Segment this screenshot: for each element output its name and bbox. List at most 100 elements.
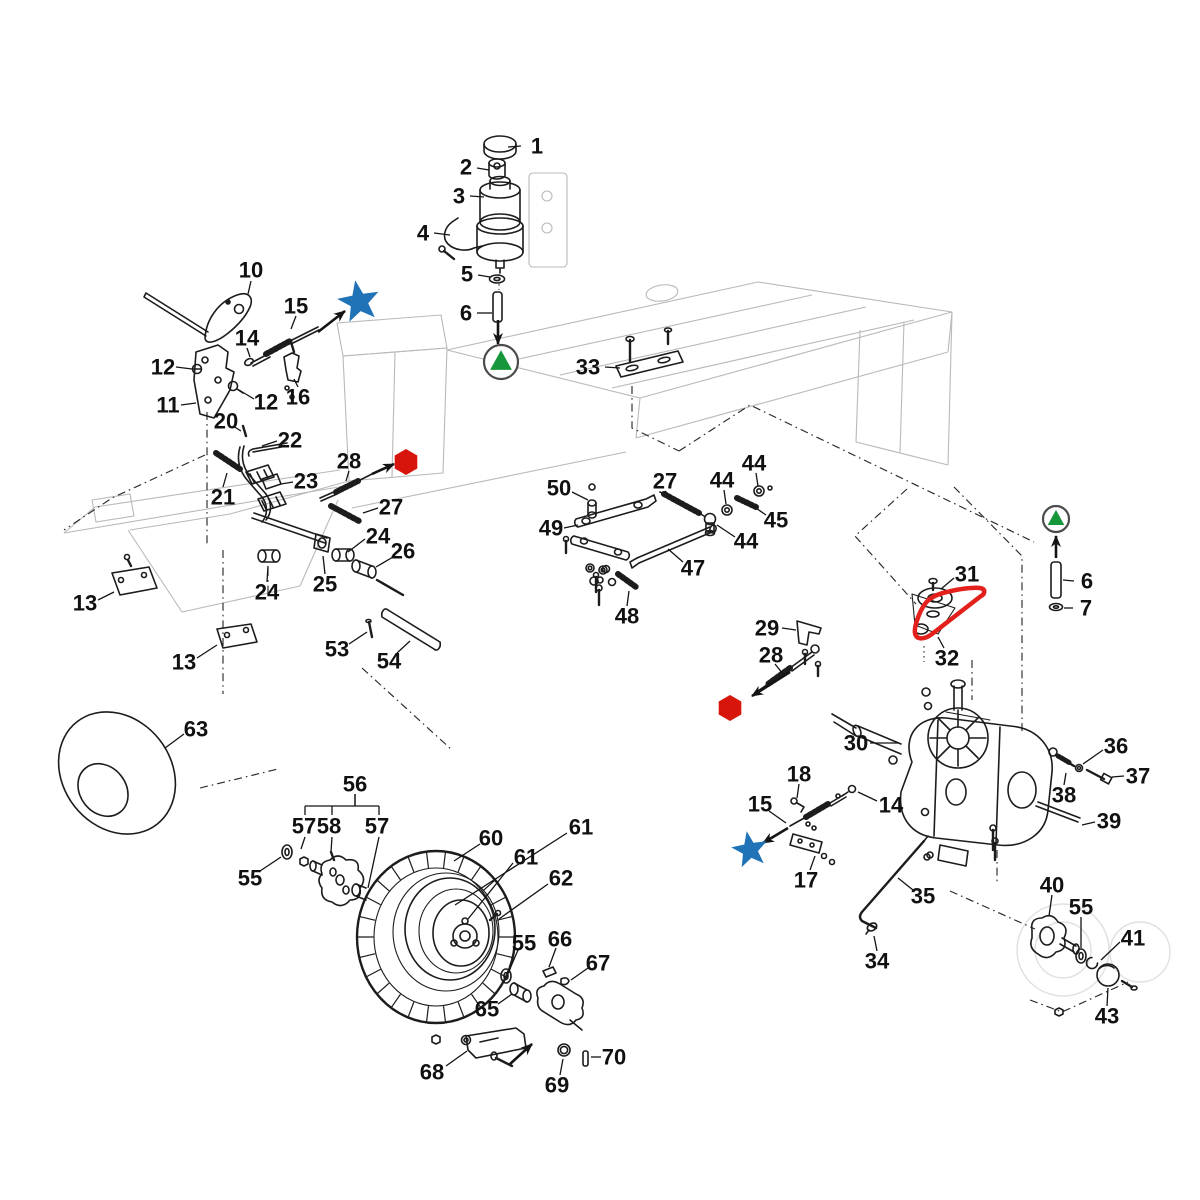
alignment-dash-lines (63, 386, 1129, 1013)
leader-line (664, 490, 672, 498)
tire-tread-tick (496, 953, 514, 959)
tire-tread-tick (390, 865, 401, 881)
part-label-31: 31 (955, 562, 979, 587)
part-drawings (57, 135, 1138, 1068)
leader-line (453, 843, 481, 862)
part-label-69: 69 (545, 1073, 569, 1098)
leader-line (897, 877, 914, 891)
part-label-33: 33 (576, 355, 600, 380)
leader-line (507, 145, 522, 148)
part-label-12: 12 (254, 390, 278, 415)
part-label-36: 36 (1104, 734, 1128, 759)
part-label-38: 38 (1052, 783, 1076, 808)
leader-line (348, 631, 368, 645)
leader-line (261, 440, 278, 447)
part-label-28: 28 (337, 449, 361, 474)
leader-line (796, 783, 800, 799)
part-label-63: 63 (184, 717, 208, 742)
leader-line (280, 481, 294, 485)
leader-line (396, 640, 411, 654)
leader-line (290, 315, 297, 330)
part-label-61: 61 (514, 845, 538, 870)
leader-line (626, 590, 630, 607)
part-label-12: 12 (151, 355, 175, 380)
tire-tread-tick (443, 1005, 447, 1024)
wheel-hub-40 (1030, 914, 1138, 1017)
leader-line (164, 733, 185, 749)
part-label-25: 25 (313, 572, 337, 597)
leader-line (498, 883, 549, 920)
part-label-39: 39 (1097, 809, 1121, 834)
leader-line (548, 947, 557, 968)
leader-line (604, 366, 621, 369)
leader-line (768, 810, 787, 824)
part-label-54: 54 (377, 649, 402, 674)
part-label-56: 56 (343, 772, 367, 797)
part-label-55: 55 (1069, 895, 1093, 920)
part-label-6: 6 (1081, 569, 1093, 594)
part-label-62: 62 (549, 866, 573, 891)
leader-line (716, 524, 736, 538)
leader-line (232, 425, 242, 432)
part-label-27: 27 (653, 469, 677, 494)
tire-tread-tick (407, 1001, 415, 1019)
green-triangle-icon (490, 350, 512, 370)
leader-line (175, 366, 193, 370)
part-label-13: 13 (172, 650, 196, 675)
parking-brake-parts (789, 784, 857, 866)
leader-line (809, 855, 816, 871)
part-label-24: 24 (366, 524, 391, 549)
leader-line (266, 565, 269, 583)
pointer-arrow (762, 826, 789, 845)
leader-line (467, 862, 514, 920)
blue-star-marker (731, 831, 767, 868)
leader-line (375, 556, 394, 568)
chassis-frame (63, 172, 953, 613)
part-label-32: 32 (935, 646, 959, 671)
transaxle-30 (831, 679, 1053, 867)
part-label-66: 66 (548, 927, 572, 952)
leader-line (1111, 775, 1125, 778)
leader-line (571, 491, 589, 501)
part-label-37: 37 (1126, 764, 1150, 789)
part-label-22: 22 (278, 428, 302, 453)
part-label-45: 45 (764, 508, 788, 533)
leader-line (476, 167, 490, 171)
part-label-67: 67 (586, 951, 610, 976)
leader-line (222, 472, 228, 488)
part-label-28: 28 (759, 643, 783, 668)
part-label-34: 34 (865, 949, 890, 974)
drive-belt-32-highlight (912, 585, 987, 641)
leader-line (497, 993, 513, 1005)
part-label-53: 53 (325, 637, 349, 662)
tire-tread-tick (457, 855, 465, 873)
part-label-50: 50 (547, 476, 571, 501)
tire-tread-tick (443, 850, 447, 869)
leader-line (508, 949, 519, 972)
colored-markers (337, 280, 1071, 868)
tire-tread-tick (482, 879, 496, 892)
tire-tread-tick (365, 896, 381, 906)
part-label-65: 65 (475, 997, 499, 1022)
tire-tread-tick (376, 982, 390, 995)
part-label-11: 11 (156, 393, 179, 418)
part-label-49: 49 (539, 516, 563, 541)
tire-tread-tick (425, 850, 429, 869)
part-label-70: 70 (602, 1045, 626, 1070)
tire-tread-tick (496, 915, 514, 921)
part-label-29: 29 (755, 616, 779, 641)
leader-line (1081, 821, 1096, 826)
red-hexagon-marker (718, 695, 742, 721)
leader-line (347, 538, 366, 553)
part-label-21: 21 (211, 485, 235, 510)
leader-line (362, 507, 379, 514)
part-label-60: 60 (479, 826, 503, 851)
part-label-35: 35 (911, 884, 935, 909)
part-label-20: 20 (214, 409, 238, 434)
mounting-plates-13 (111, 553, 442, 651)
part-label-57: 57 (365, 814, 389, 839)
leader-line (1106, 987, 1109, 1007)
leader-line (1100, 941, 1121, 961)
